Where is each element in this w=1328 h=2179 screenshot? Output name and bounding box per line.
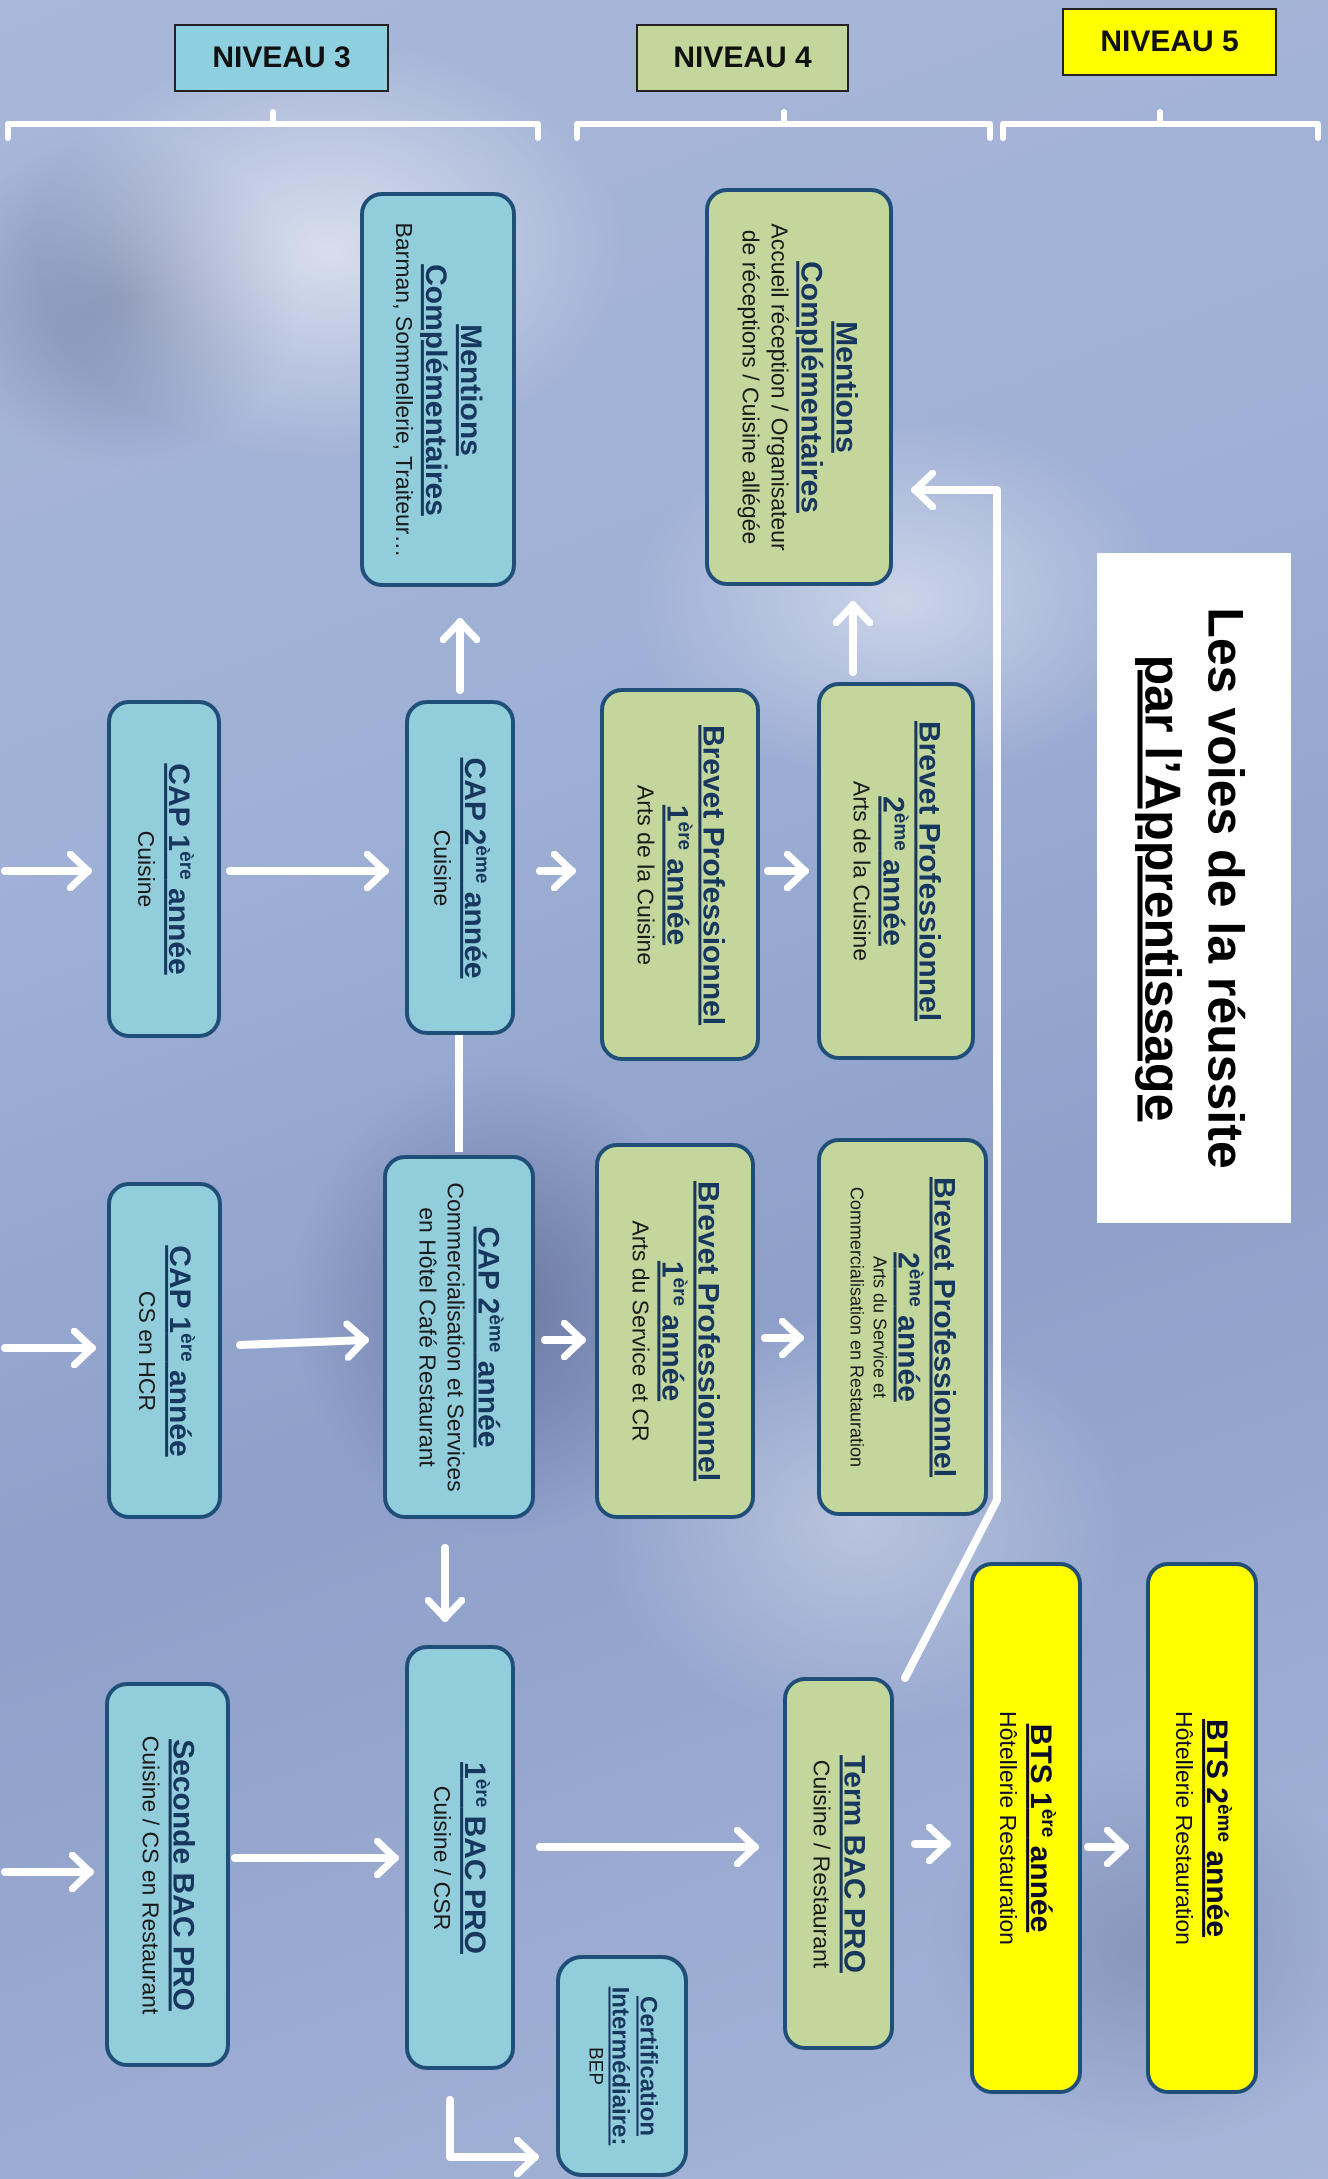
- bracket-niveau-3: [5, 109, 541, 141]
- box-cap1-cs-hcr: CAP 1ère année CS en HCR: [107, 1182, 222, 1519]
- arrow-bac1-certif: [446, 2096, 539, 2157]
- arrow-term-mc4: [901, 490, 1001, 1682]
- title-box: Les voies de la réussite par l’Apprentis…: [1097, 553, 1291, 1223]
- box-1ere-bac-pro: 1ère BAC PRO Cuisine / CSR: [405, 1645, 515, 2070]
- box-bp1-cuisine: Brevet Professionnel 1ère année Arts de …: [600, 688, 760, 1061]
- bracket-niveau-5: [1000, 109, 1321, 141]
- box-bts-2eme-annee: BTS 2ème année Hôtellerie Restauration: [1146, 1562, 1258, 2094]
- title-line-1: Les voies de la réussite: [1197, 607, 1254, 1169]
- level-label-niveau-4: NIVEAU 4: [636, 24, 849, 92]
- box-seconde-bac-pro: Seconde BAC PRO Cuisine / CS en Restaura…: [105, 1682, 230, 2067]
- level-label-niveau-3: NIVEAU 3: [174, 24, 389, 92]
- box-bp2-service: Brevet Professionnel 2ème année Arts du …: [817, 1138, 988, 1516]
- level-label-niveau-5: NIVEAU 5: [1062, 8, 1277, 76]
- box-mentions-complementaires-n3: Mentions Complémentaires Barman, Sommell…: [360, 192, 516, 587]
- arrow-cap1-cap2-cs: [236, 1340, 369, 1345]
- title-line-2: par l’Apprentissage: [1135, 654, 1191, 1122]
- box-bp2-cuisine: Brevet Professionnel 2ème année Arts de …: [817, 682, 975, 1060]
- box-bts-1ere-annee: BTS 1ère année Hôtellerie Restauration: [970, 1562, 1082, 2094]
- box-mentions-complementaires-n4: Mentions Complémentaires Accueil récepti…: [705, 188, 893, 586]
- box-cap2-cuisine: CAP 2ème année Cuisine: [405, 700, 515, 1035]
- box-cap2-cs: CAP 2ème année Commercialisation et Serv…: [383, 1155, 535, 1519]
- box-certification-intermediaire: Certification Intermédiaire: BEP: [556, 1955, 688, 2177]
- box-term-bac-pro: Term BAC PRO Cuisine / Restaurant: [783, 1677, 894, 2050]
- bracket-niveau-4: [574, 109, 993, 141]
- box-cap1-cuisine: CAP 1ère année Cuisine: [107, 700, 221, 1038]
- box-bp1-service: Brevet Professionnel 1ère année Arts du …: [595, 1143, 755, 1519]
